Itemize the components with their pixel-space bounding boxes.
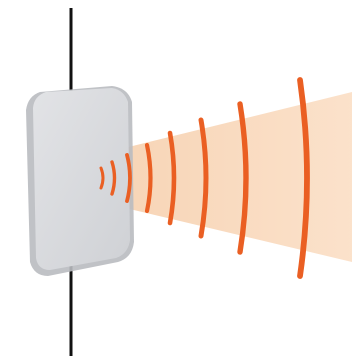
radio-wave-arc <box>125 153 132 203</box>
antenna-device <box>33 88 130 270</box>
radio-wave-arc <box>99 166 105 190</box>
radio-waves <box>99 77 310 279</box>
radio-wave-arc <box>237 101 249 255</box>
radio-wave-arc <box>297 77 310 279</box>
radio-wave-arc <box>198 117 209 239</box>
radio-wave-arc <box>144 142 153 214</box>
radio-wave-arc <box>110 160 117 196</box>
radio-wave-arc <box>167 130 177 226</box>
signal-beam <box>92 92 352 262</box>
